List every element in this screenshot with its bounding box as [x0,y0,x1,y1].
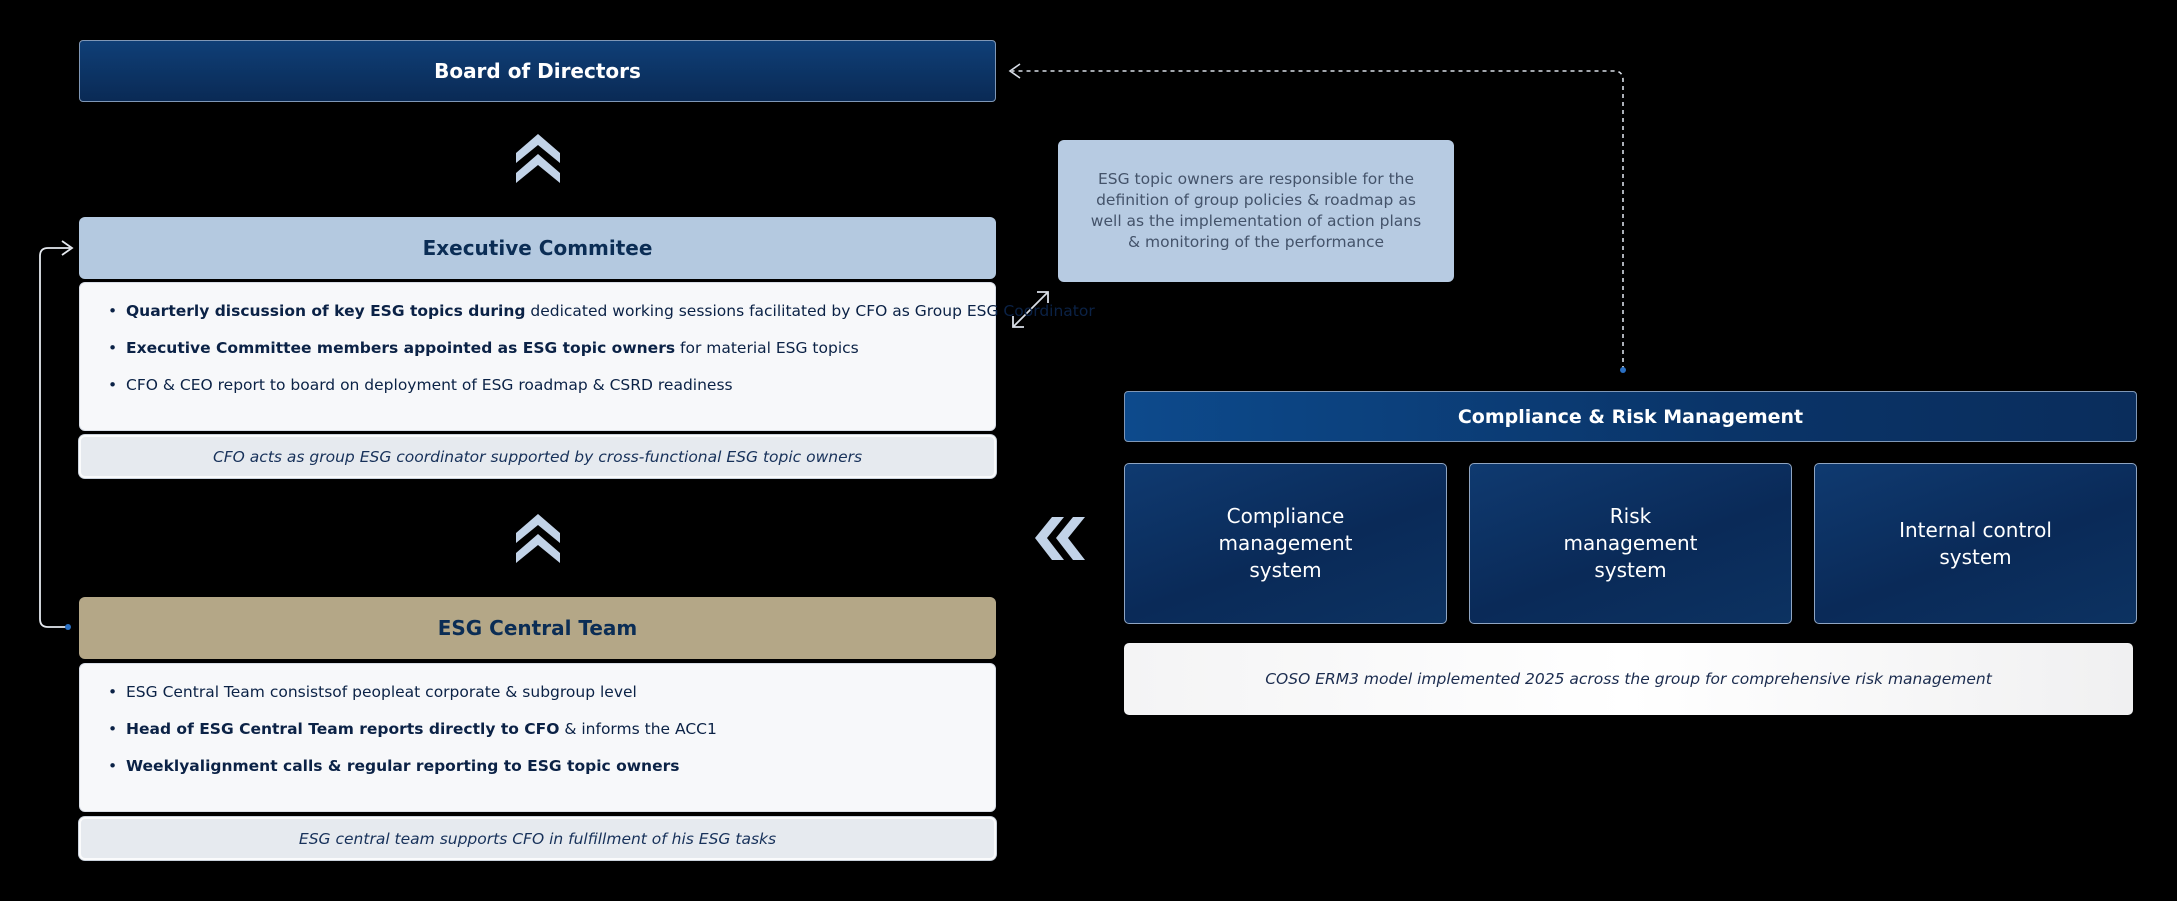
list-item: Head of ESG Central Team reports directl… [108,711,995,748]
double-chevron-up-icon [516,514,560,563]
executive-committee-note: CFO acts as group ESG coordinator suppor… [79,435,996,478]
double-chevron-up-icon [516,134,560,183]
list-item: Executive Committee members appointed as… [108,330,995,367]
esg-central-team-list: ESG Central Team consistsof peopleat cor… [79,663,996,812]
double-chevron-left-icon [1035,517,1085,560]
esg-central-team-header: ESG Central Team [79,597,996,659]
compliance-management-system-box: Compliance management system [1124,463,1447,624]
coso-erm-note: COSO ERM3 model implemented 2025 across … [1124,643,2133,715]
executive-committee-header: Executive Commitee [79,217,996,279]
list-item: ESG Central Team consistsof peopleat cor… [108,674,995,711]
board-of-directors-box: Board of Directors [79,40,996,102]
compliance-risk-header: Compliance & Risk Management [1124,391,2137,442]
feedback-loop-line [39,247,70,628]
list-item: CFO & CEO report to board on deployment … [108,367,995,404]
esg-topic-owners-info-box: ESG topic owners are responsible for the… [1058,140,1454,282]
risk-management-system-box: Risk management system [1469,463,1792,624]
board-title: Board of Directors [434,59,641,83]
esg-central-team-title: ESG Central Team [437,616,638,640]
list-item: Quarterly discussion of key ESG topics d… [108,293,1095,330]
connector-dot [1620,367,1626,373]
dotted-connector-line [1012,70,1624,370]
list-item: Weeklyalignment calls & regular reportin… [108,748,995,785]
feedback-arrowhead-icon [61,240,74,256]
connector-dot [65,624,71,630]
compliance-risk-title: Compliance & Risk Management [1457,405,1804,428]
diagonal-double-arrow-icon [1012,291,1049,328]
dotted-arrowhead-icon [1008,63,1021,79]
executive-committee-list: Quarterly discussion of key ESG topics d… [79,282,1095,431]
internal-control-system-box: Internal control system [1814,463,2137,624]
esg-central-team-note: ESG central team supports CFO in fulfill… [79,817,996,860]
executive-committee-title: Executive Commitee [422,236,653,260]
